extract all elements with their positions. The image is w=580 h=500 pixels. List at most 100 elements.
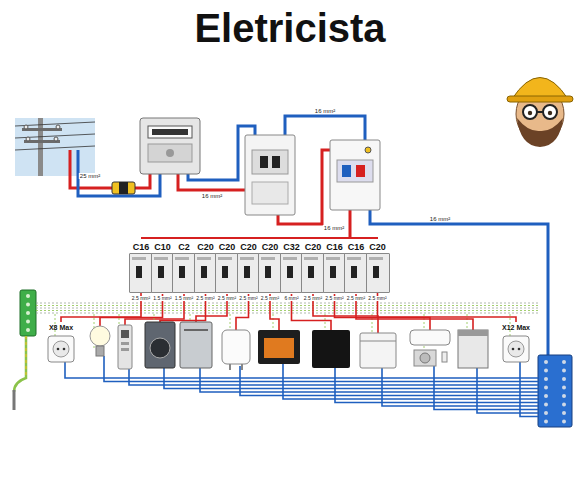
- oven-part: [264, 338, 294, 358]
- circuit-wires-part: [520, 362, 538, 417]
- breaker-rating: C16: [344, 242, 368, 253]
- breaker-body: [172, 253, 196, 293]
- breaker-stripe: [261, 257, 275, 260]
- earth-bar-part: [26, 320, 30, 324]
- earth-bar: [14, 290, 36, 410]
- chest-freezer-part: [360, 341, 396, 342]
- breaker-stripe: [326, 257, 340, 260]
- circuit-breaker: C2: [172, 242, 196, 293]
- socket-outlet-part: [48, 336, 74, 362]
- circuit-wires: [36, 294, 538, 417]
- breaker-toggle: [222, 266, 228, 278]
- utility-pole: [15, 118, 95, 176]
- cooktop: [312, 330, 350, 368]
- breaker-rating: C20: [215, 242, 239, 253]
- electrician-avatar: [507, 78, 573, 148]
- wire-size: 2.5 mm²: [131, 296, 151, 301]
- breaker-stripe: [283, 257, 297, 260]
- washing-machine: [145, 322, 175, 368]
- breaker-stripe: [304, 257, 318, 260]
- main-breaker-part: [260, 156, 268, 168]
- air-conditioner-part: [420, 353, 430, 363]
- main-breaker-part: [245, 135, 295, 215]
- energy-meter: [140, 118, 200, 174]
- socket-outlet-part: [57, 348, 60, 351]
- electrician-avatar-part: [507, 96, 573, 102]
- cable-size: 16 mm²: [429, 216, 451, 222]
- socket-space: [493, 333, 539, 369]
- phase-wire: [378, 293, 517, 322]
- breaker-rating: C16: [129, 242, 153, 253]
- earth-bar-part: [26, 311, 30, 315]
- circuit-wires-part: [240, 366, 538, 396]
- breaker-stripe: [218, 257, 232, 260]
- breaker-rating: C20: [258, 242, 282, 253]
- neutral-bus-bar: [538, 355, 572, 427]
- wire-size: 2.5 mm²: [260, 296, 280, 301]
- socket-count: X12 Max: [493, 322, 539, 333]
- main-breaker-part: [252, 182, 288, 204]
- breaker-body: [323, 253, 347, 293]
- electrician-avatar-part: [517, 118, 563, 147]
- main-breaker-part: [252, 150, 288, 174]
- breaker-toggle: [287, 266, 293, 278]
- neutral-bus-bar-part: [538, 355, 572, 427]
- wire-size: 1.5 mm²: [174, 296, 194, 301]
- energy-meter-part: [140, 118, 200, 174]
- utility-pole-part: [24, 125, 28, 129]
- breaker-toggle: [351, 266, 357, 278]
- breaker-body: [129, 253, 153, 293]
- breaker-toggle: [201, 266, 207, 278]
- socket-outlet-part: [53, 341, 69, 357]
- energy-meter-part: [166, 149, 174, 157]
- circuit-breaker: C20: [194, 242, 218, 293]
- supply-wires-part: [70, 150, 112, 188]
- wire-size: 2.5 mm²: [238, 296, 258, 301]
- roller-shutter-part: [458, 330, 488, 336]
- residual-current-device-part: [337, 160, 373, 182]
- neutral-bus-bar-part: [562, 377, 566, 381]
- electrician-avatar-part: [537, 111, 543, 113]
- breaker-rating: C2: [172, 242, 196, 253]
- breaker-stripe: [197, 257, 211, 260]
- socket-outlet-part: [503, 336, 529, 362]
- wire-size: 6 mm²: [283, 296, 299, 301]
- circuit-wires-part: [36, 313, 538, 314]
- dishwasher-part: [184, 329, 208, 331]
- circuit-wires-part: [283, 364, 538, 399]
- neutral-bus-bar-part: [562, 386, 566, 390]
- wire-size: 2.5 mm²: [346, 296, 366, 301]
- earth-bar-part: [26, 303, 30, 307]
- supply-wires: [70, 116, 548, 357]
- earth-bar-part: [13, 390, 16, 410]
- washing-machine-part: [150, 338, 170, 358]
- circuit-breaker: C16: [323, 242, 347, 293]
- intercom-panel-part: [121, 342, 129, 345]
- breaker-rating: C20: [301, 242, 325, 253]
- breaker-body: [215, 253, 239, 293]
- wire-size: 1.5 mm²: [152, 296, 172, 301]
- neutral-bus-bar-part: [544, 360, 548, 364]
- breaker-toggle: [265, 266, 271, 278]
- cable-size: 25 mm²: [79, 173, 101, 179]
- dishwasher-part: [180, 322, 212, 368]
- breaker-toggle: [373, 266, 379, 278]
- breaker-stripe: [369, 257, 383, 260]
- light-bulb: [90, 326, 110, 356]
- socket-outlet: [503, 336, 529, 362]
- washing-machine-part: [145, 322, 175, 368]
- electrician-avatar-part: [548, 111, 552, 115]
- circuit-breaker: C20: [366, 242, 390, 293]
- neutral-bus-bar-part: [562, 411, 566, 415]
- circuit-wires-part: [434, 366, 538, 410]
- dishwasher: [180, 322, 212, 368]
- breaker-rating: C20: [237, 242, 261, 253]
- circuit-wires-part: [36, 303, 538, 304]
- residual-current-device-part: [330, 140, 380, 210]
- main-breaker-part: [272, 156, 280, 168]
- roller-shutter-part: [458, 330, 488, 368]
- intercom-panel: [118, 325, 132, 369]
- breaker-body: [151, 253, 175, 293]
- water-heater-part: [229, 364, 231, 370]
